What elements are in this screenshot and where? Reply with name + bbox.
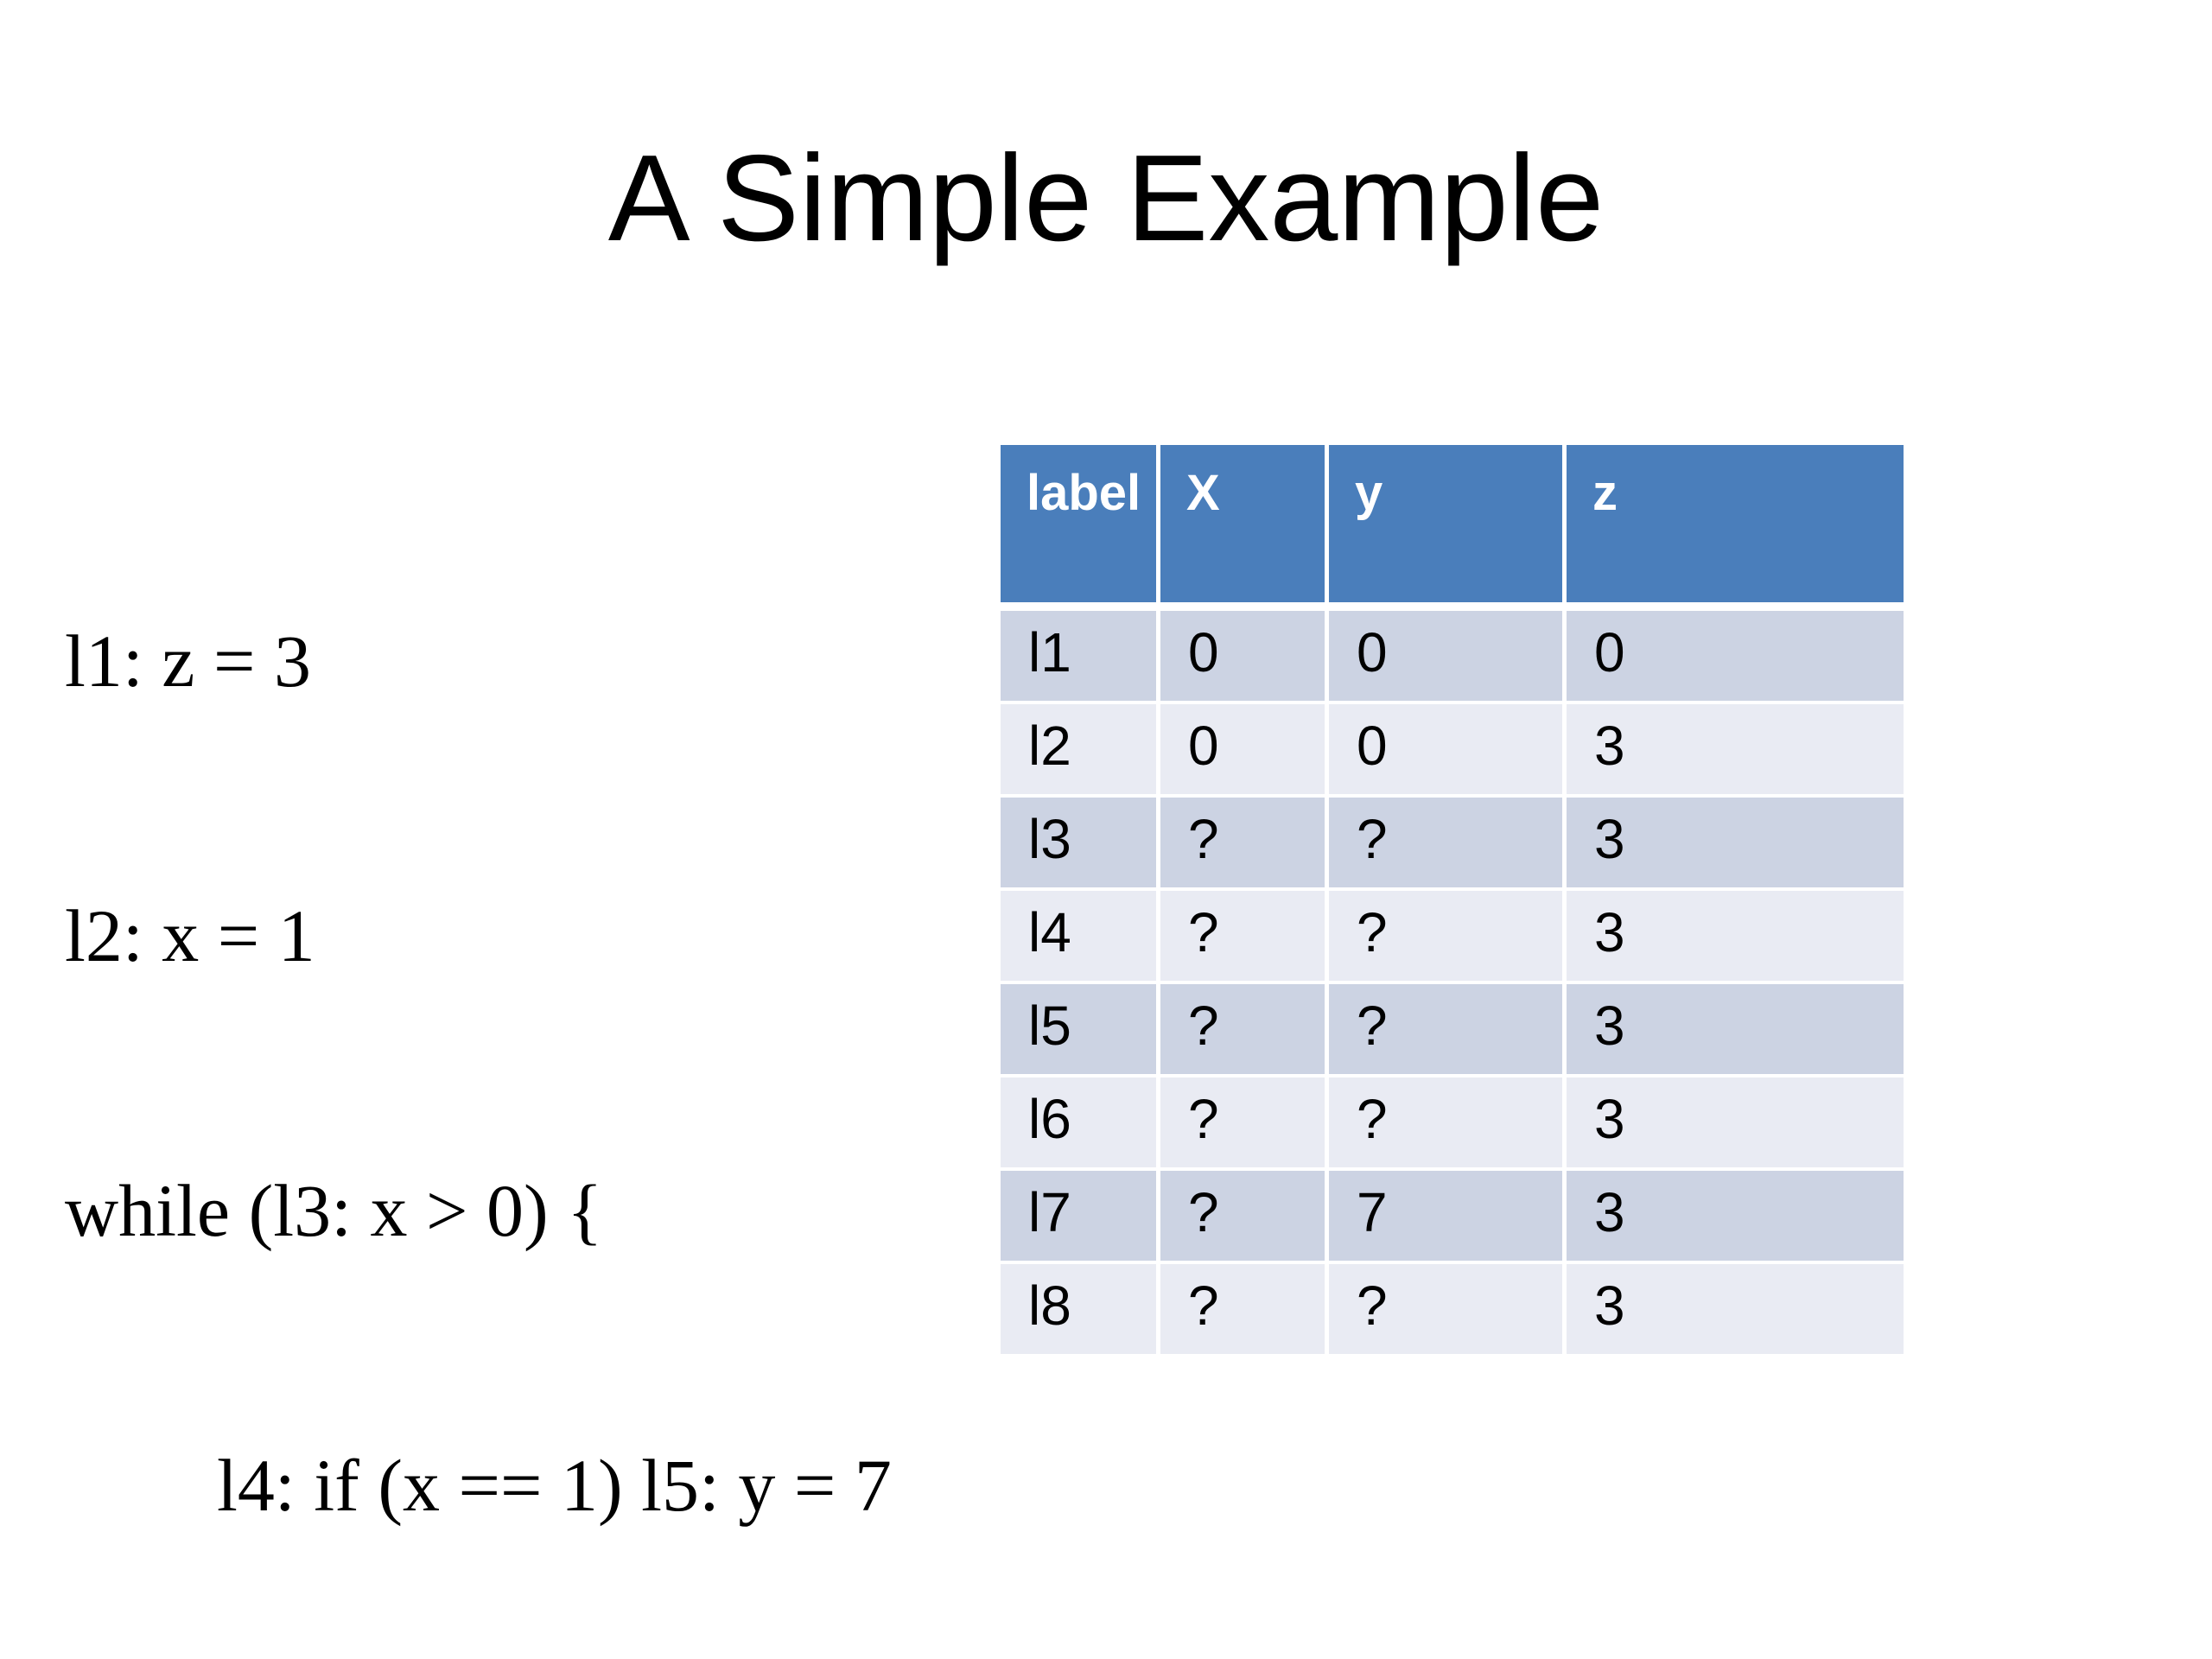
code-line-3: while (l3: x > 0) {: [65, 1169, 603, 1252]
cell-x: 0: [1160, 611, 1329, 704]
cell-label: l3: [1001, 798, 1160, 891]
table-header-row: label X y z: [1001, 445, 1904, 611]
cell-y: ?: [1329, 798, 1567, 891]
cell-x: 0: [1160, 704, 1329, 798]
variable-state-table: label X y z l1 0 0 0 l2 0 0 3 l3 ? ?: [1001, 445, 1904, 1357]
cell-x: ?: [1160, 1171, 1329, 1264]
column-header-x: X: [1160, 445, 1329, 611]
slide-title: A Simple Example: [607, 130, 1605, 267]
table-row-l3: l3 ? ? 3: [1001, 798, 1904, 891]
code-line-4: l4: if (x == 1) l5: y = 7: [217, 1444, 892, 1527]
cell-z: 3: [1567, 1077, 1904, 1171]
table-row-l4: l4 ? ? 3: [1001, 891, 1904, 984]
cell-label: l2: [1001, 704, 1160, 798]
column-header-label: label: [1001, 445, 1160, 611]
cell-z: 3: [1567, 704, 1904, 798]
cell-x: ?: [1160, 984, 1329, 1077]
cell-z: 3: [1567, 1171, 1904, 1264]
table-row-l7: l7 ? 7 3: [1001, 1171, 1904, 1264]
cell-x: ?: [1160, 1077, 1329, 1171]
cell-label: l8: [1001, 1264, 1160, 1357]
cell-y: ?: [1329, 1077, 1567, 1171]
cell-label: l4: [1001, 891, 1160, 984]
column-header-y: y: [1329, 445, 1567, 611]
code-block: l1: z = 3 l2: x = 1 while (l3: x > 0) { …: [65, 432, 900, 1659]
cell-x: ?: [1160, 1264, 1329, 1357]
code-line-2: l2: x = 1: [65, 894, 315, 977]
cell-x: ?: [1160, 798, 1329, 891]
cell-x: ?: [1160, 891, 1329, 984]
cell-z: 3: [1567, 984, 1904, 1077]
table-row-l6: l6 ? ? 3: [1001, 1077, 1904, 1171]
cell-y: ?: [1329, 891, 1567, 984]
cell-label: l1: [1001, 611, 1160, 704]
table-row-l5: l5 ? ? 3: [1001, 984, 1904, 1077]
cell-z: 3: [1567, 798, 1904, 891]
column-header-z: z: [1567, 445, 1904, 611]
cell-y: 7: [1329, 1171, 1567, 1264]
code-line-1: l1: z = 3: [65, 620, 311, 702]
cell-y: 0: [1329, 611, 1567, 704]
cell-label: l5: [1001, 984, 1160, 1077]
cell-label: l6: [1001, 1077, 1160, 1171]
table-row-l8: l8 ? ? 3: [1001, 1264, 1904, 1357]
cell-y: ?: [1329, 1264, 1567, 1357]
cell-z: 3: [1567, 1264, 1904, 1357]
cell-y: ?: [1329, 984, 1567, 1077]
cell-label: l7: [1001, 1171, 1160, 1264]
table-row-l1: l1 0 0 0: [1001, 611, 1904, 704]
cell-z: 3: [1567, 891, 1904, 984]
cell-z: 0: [1567, 611, 1904, 704]
cell-y: 0: [1329, 704, 1567, 798]
table-row-l2: l2 0 0 3: [1001, 704, 1904, 798]
